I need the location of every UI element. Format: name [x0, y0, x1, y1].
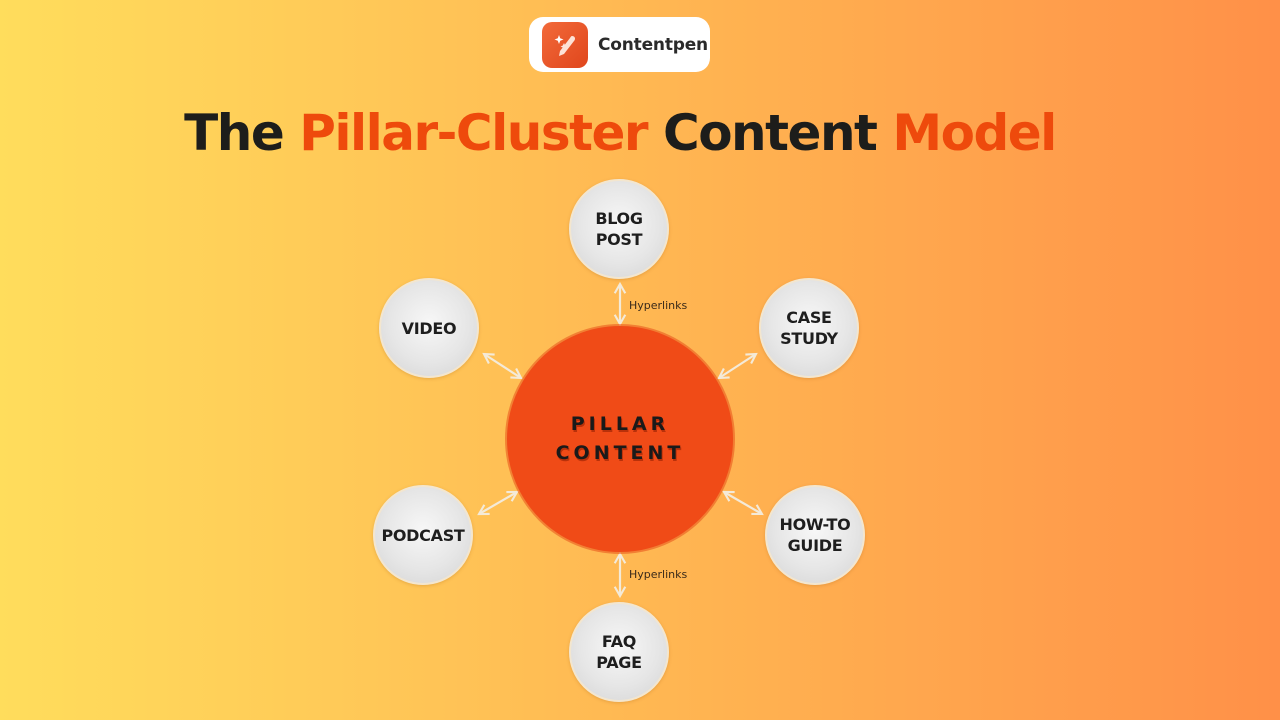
- arrow-top-right: [717, 352, 758, 380]
- arrow-bottom-right: [722, 490, 764, 516]
- node-label: FAQ: [601, 632, 637, 651]
- edge-label-bottom: Hyperlinks: [629, 568, 688, 581]
- node-blog-post: BLOG POST: [569, 179, 669, 279]
- node-label: HOW-TO: [779, 515, 851, 534]
- node-label: STUDY: [780, 329, 838, 348]
- title-part-pillar-cluster: Pillar-Cluster: [299, 104, 648, 162]
- pen-sparkle-icon: [542, 21, 588, 68]
- arrow-top-left: [482, 352, 523, 380]
- node-label: BLOG: [595, 209, 643, 228]
- node-label: CASE: [786, 308, 832, 327]
- hub-line-1: PILLAR: [570, 413, 670, 435]
- node-video: VIDEO: [379, 278, 479, 378]
- node-label: PAGE: [596, 653, 642, 672]
- node-label: PODCAST: [381, 525, 465, 545]
- node-case-study: CASE STUDY: [759, 278, 859, 378]
- node-label: POST: [595, 230, 643, 249]
- pillar-content-hub: PILLAR CONTENT: [507, 326, 733, 552]
- node-label: GUIDE: [787, 536, 843, 555]
- title-part-content: Content: [663, 104, 878, 162]
- hub-line-2: CONTENT: [555, 442, 685, 464]
- page-title: The Pillar-Cluster Content Model: [0, 100, 1240, 166]
- title-part-the: The: [184, 104, 285, 162]
- edge-label-top: Hyperlinks: [629, 299, 688, 312]
- brand-name: Contentpen: [598, 34, 708, 55]
- node-podcast: PODCAST: [373, 485, 473, 585]
- node-label: VIDEO: [401, 318, 457, 338]
- node-how-to-guide: HOW-TO GUIDE: [765, 485, 865, 585]
- arrow-bottom-left: [477, 490, 519, 516]
- node-faq-page: FAQ PAGE: [569, 602, 669, 702]
- title-part-model: Model: [892, 104, 1057, 162]
- brand-logo: Contentpen: [529, 17, 710, 72]
